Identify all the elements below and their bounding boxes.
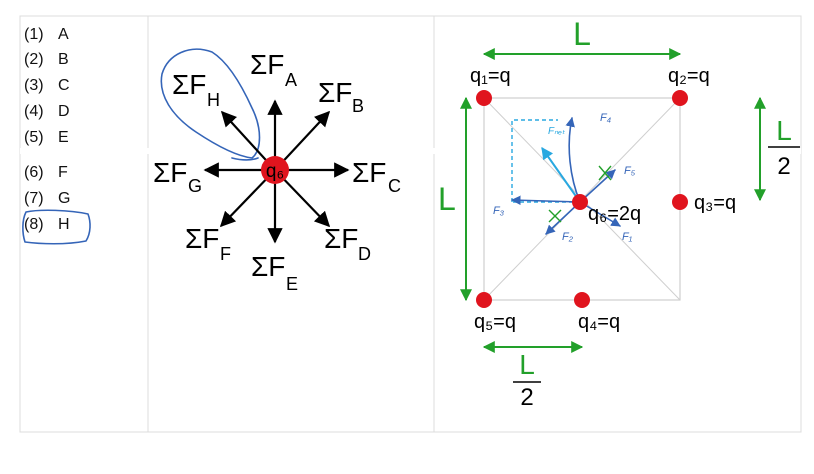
label-g: ΣF G — [153, 157, 202, 196]
charge-q3: q₃=q — [672, 192, 736, 214]
option-8[interactable]: (8) H — [24, 216, 70, 233]
label-f: ΣF F — [185, 223, 231, 264]
svg-text:q₅=q: q₅=q — [474, 311, 516, 333]
option-1[interactable]: (1) A — [24, 26, 69, 43]
svg-text:(2): (2) — [24, 51, 44, 68]
svg-text:L: L — [573, 16, 591, 52]
option-5[interactable]: (5) E — [24, 129, 69, 146]
charge-q4: q₄=q — [574, 292, 620, 333]
net-force-sketch: Fₙₑₜ — [511, 119, 581, 203]
center-charge-label: q₆ — [266, 161, 284, 182]
charge-q1: q₁=q — [470, 65, 511, 106]
svg-text:ΣF: ΣF — [172, 69, 206, 100]
svg-text:ΣF: ΣF — [153, 157, 187, 188]
svg-text:(4): (4) — [24, 103, 44, 120]
force-sketch: F₄ F₅ F₃ F₂ F₁ — [493, 112, 636, 243]
svg-text:L: L — [519, 349, 535, 380]
svg-text:H: H — [58, 216, 70, 233]
hand-loop — [160, 48, 261, 159]
option-7[interactable]: (7) G — [24, 190, 70, 207]
svg-text:C: C — [388, 176, 401, 196]
svg-text:2: 2 — [777, 153, 790, 180]
svg-text:L: L — [776, 115, 792, 146]
svg-text:B: B — [58, 51, 69, 68]
svg-text:ΣF: ΣF — [250, 49, 284, 80]
option-2[interactable]: (2) B — [24, 51, 69, 68]
label-h: ΣF H — [172, 69, 220, 110]
f4-label: F₄ — [600, 112, 611, 124]
label-a: ΣF A — [250, 49, 297, 90]
dimension-top: L — [482, 16, 682, 60]
svg-text:q₂=q: q₂=q — [668, 65, 710, 87]
svg-text:D: D — [358, 244, 371, 264]
option-4[interactable]: (4) D — [24, 103, 70, 120]
svg-text:(6): (6) — [24, 164, 44, 181]
svg-text:B: B — [352, 96, 364, 116]
svg-text:H: H — [207, 90, 220, 110]
svg-text:q₆=2q: q₆=2q — [588, 203, 641, 225]
option-3[interactable]: (3) C — [24, 77, 70, 94]
label-d: ΣF D — [324, 223, 371, 264]
dimension-bottom-half: L 2 — [482, 341, 584, 411]
f1-label: F₁ — [622, 231, 633, 243]
svg-text:E: E — [286, 274, 298, 294]
selected-option-mark — [22, 209, 91, 245]
label-e: ΣF E — [251, 251, 298, 294]
charge-q5: q₅=q — [474, 292, 516, 333]
fnet-label: Fₙₑₜ — [548, 126, 566, 137]
hand-loop-tail — [231, 157, 259, 161]
f5-label: F₅ — [624, 165, 636, 177]
dimension-right-half: L 2 — [754, 96, 800, 202]
label-c: ΣF C — [352, 157, 401, 196]
option-list: (1) A (2) B (3) C (4) D (5) E (6) F (7) G (8) H — [22, 26, 91, 245]
f3-label: F₃ — [493, 205, 505, 217]
svg-text:ΣF: ΣF — [352, 157, 386, 188]
svg-text:ΣF: ΣF — [251, 251, 285, 282]
svg-text:(7): (7) — [24, 190, 44, 207]
f2-label: F₂ — [562, 231, 574, 243]
svg-text:ΣF: ΣF — [318, 77, 352, 108]
svg-text:ΣF: ΣF — [324, 223, 358, 254]
svg-text:(8): (8) — [24, 216, 44, 233]
slide-seam — [20, 148, 801, 154]
svg-text:E: E — [58, 129, 69, 146]
svg-text:q₃=q: q₃=q — [694, 192, 736, 214]
svg-text:L: L — [438, 181, 456, 217]
svg-text:q₄=q: q₄=q — [578, 311, 620, 333]
svg-text:2: 2 — [520, 384, 533, 411]
svg-text:(1): (1) — [24, 26, 44, 43]
svg-text:A: A — [58, 26, 69, 43]
option-6[interactable]: (6) F — [24, 164, 68, 181]
dimension-left: L — [438, 96, 472, 302]
charge-q6: q₆=2q — [572, 194, 641, 225]
svg-text:C: C — [58, 77, 70, 94]
svg-text:G: G — [188, 176, 202, 196]
svg-text:(3): (3) — [24, 77, 44, 94]
force-direction-diagram: q₆ ΣF A ΣF B ΣF C ΣF D ΣF E ΣF F ΣF G — [153, 48, 401, 294]
center-charge-dot — [261, 156, 289, 184]
charge-q2: q₂=q — [668, 65, 710, 106]
svg-text:F: F — [220, 244, 231, 264]
charge-square-diagram: L L L 2 L 2 Fₙₑₜ — [438, 16, 800, 411]
label-b: ΣF B — [318, 77, 364, 116]
svg-text:(5): (5) — [24, 129, 44, 146]
svg-text:F: F — [58, 164, 68, 181]
svg-text:q₁=q: q₁=q — [470, 65, 511, 87]
svg-text:ΣF: ΣF — [185, 223, 219, 254]
svg-text:G: G — [58, 190, 70, 207]
table-grid — [19, 15, 802, 433]
svg-text:D: D — [58, 103, 70, 120]
svg-text:A: A — [285, 70, 297, 90]
